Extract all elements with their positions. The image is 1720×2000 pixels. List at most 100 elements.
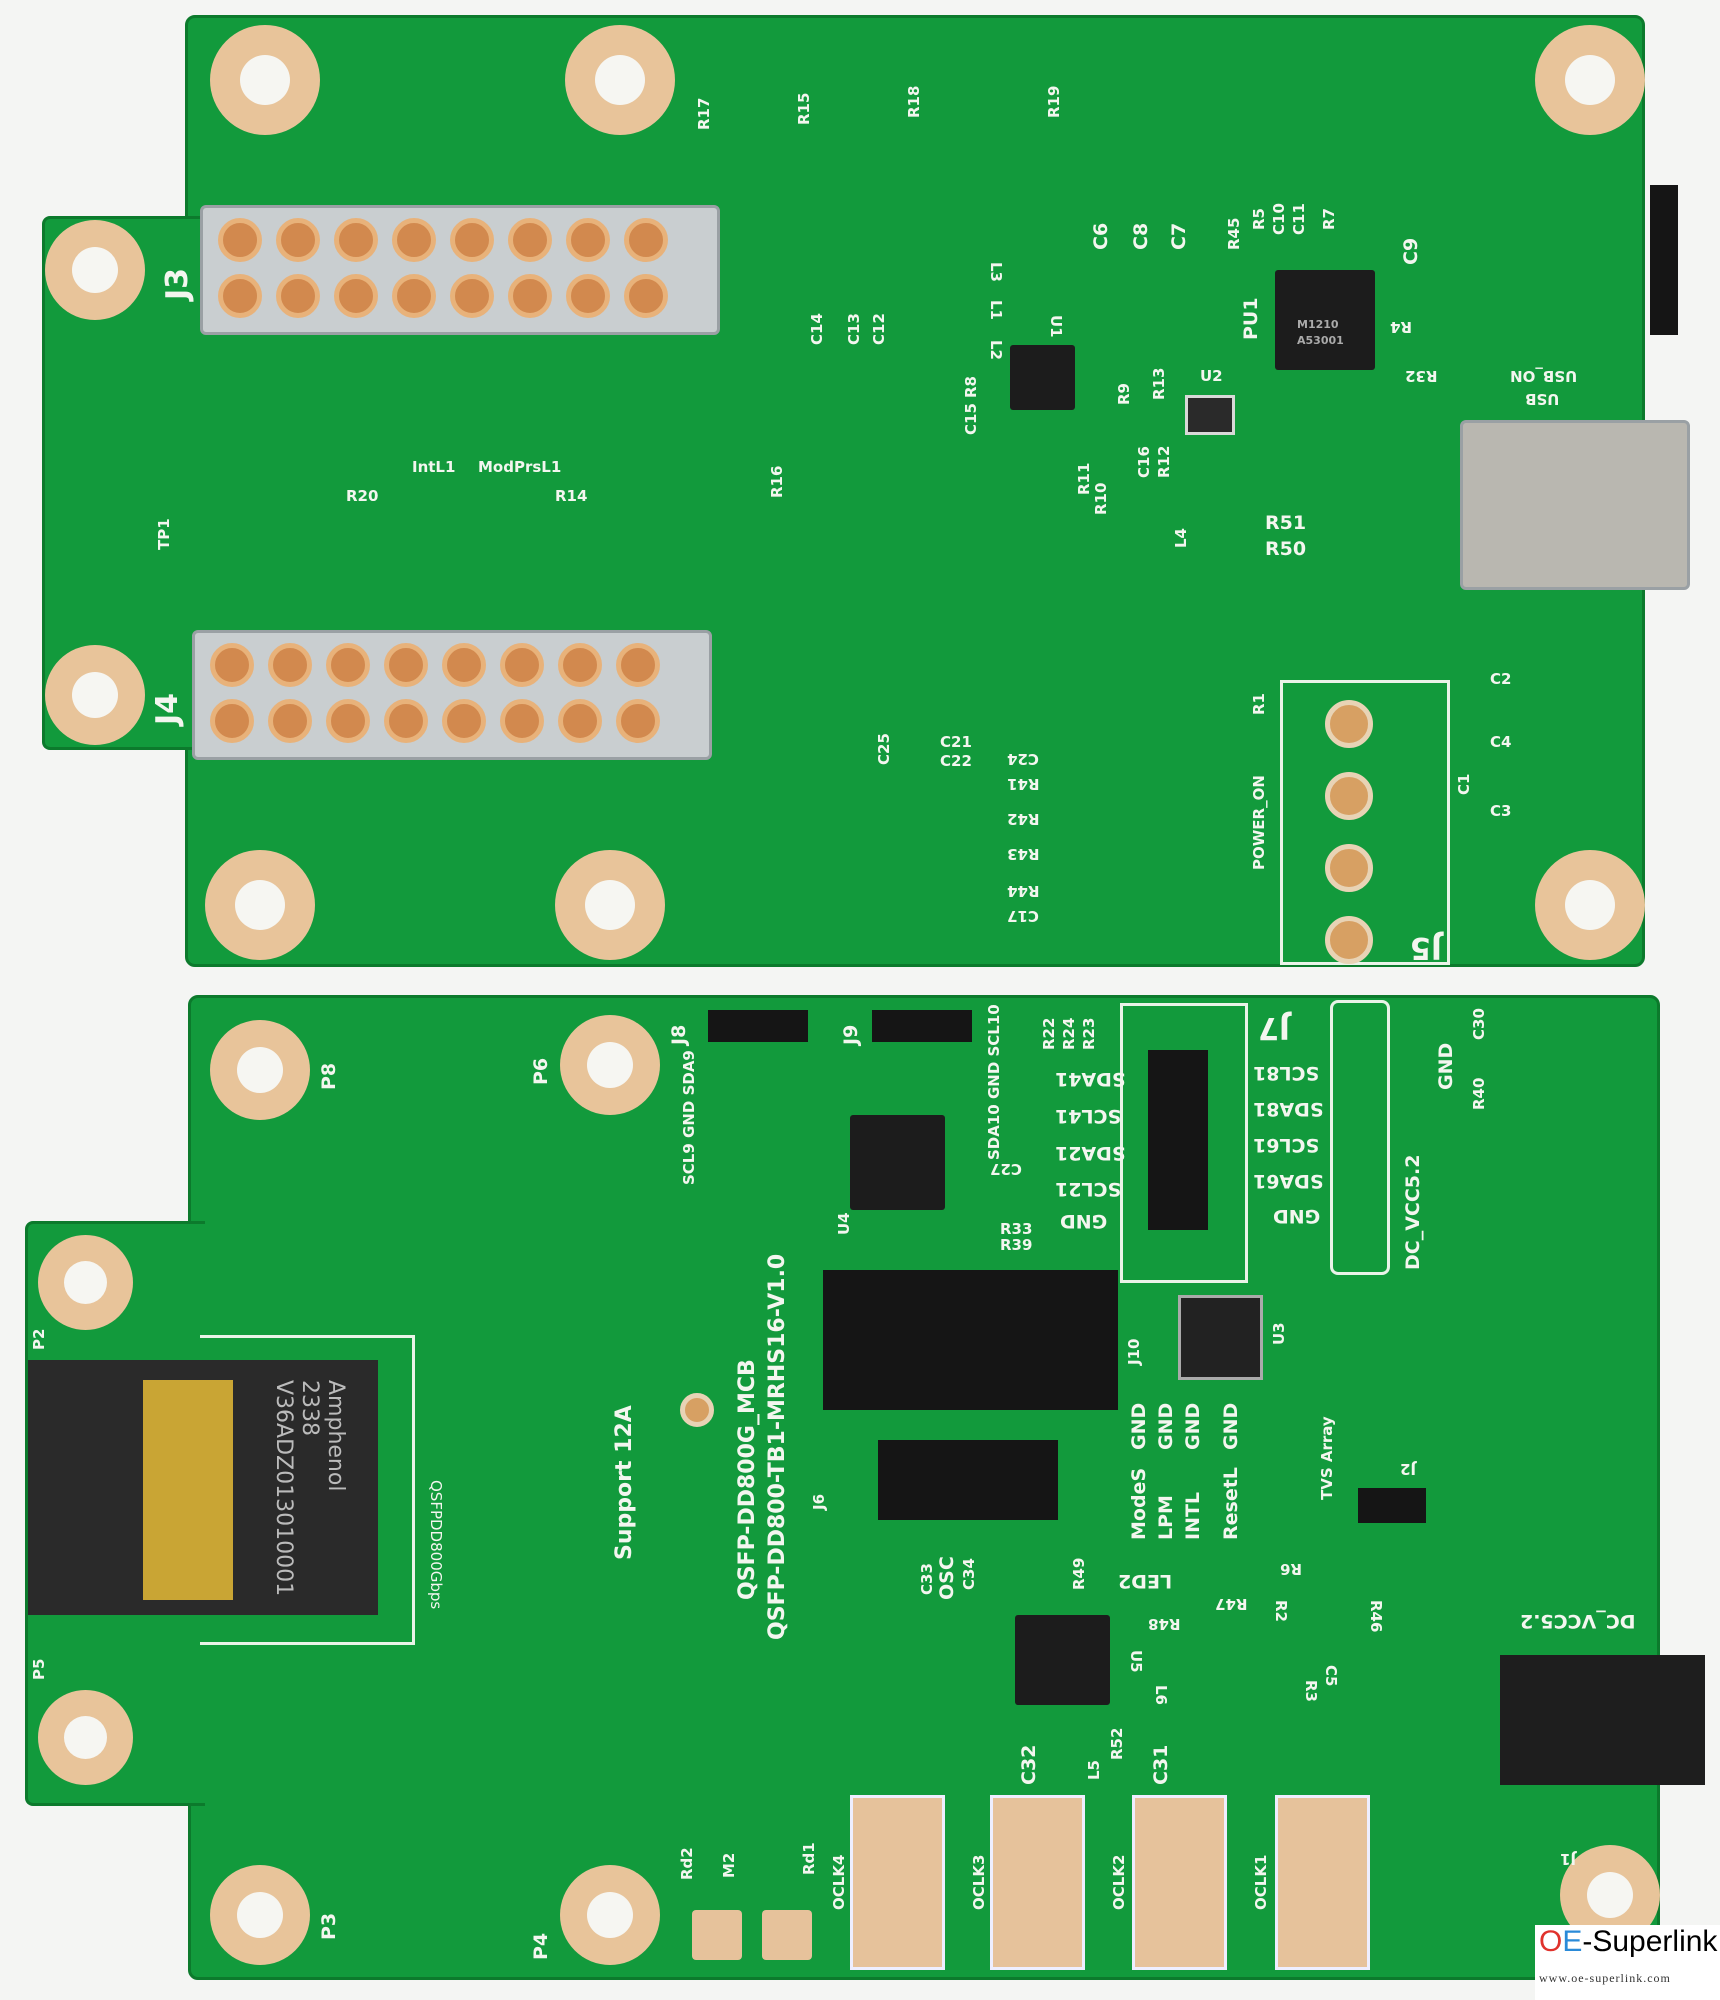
coax-pin xyxy=(558,643,602,687)
label-l3: L3 xyxy=(987,262,1005,282)
coax-pin xyxy=(392,274,436,318)
label-r51: R51 xyxy=(1265,512,1307,534)
label-j6: J6 xyxy=(810,1493,828,1510)
coax-pin xyxy=(210,643,254,687)
j5-terminal-pin xyxy=(1325,772,1373,820)
label-c12: C12 xyxy=(870,313,888,345)
label-l1: L1 xyxy=(987,300,1005,320)
label-r6: R6 xyxy=(1280,1560,1302,1578)
usb-connector[interactable] xyxy=(1460,420,1690,590)
label-rd2: Rd2 xyxy=(678,1847,696,1880)
label-gnd-4: GND xyxy=(1220,1402,1242,1450)
label-support-12a: Support 12A xyxy=(612,1405,637,1560)
mounting-hole xyxy=(560,1865,660,1965)
coax-pin xyxy=(392,218,436,262)
label-r42: R42 xyxy=(1007,810,1040,828)
label-board-revision: QSFP-DD800-TB1-MRHS16-V1.0 xyxy=(765,1253,790,1640)
label-r48: R48 xyxy=(1148,1615,1181,1633)
label-c22: C22 xyxy=(940,752,972,770)
label-r12: R12 xyxy=(1155,445,1173,478)
mounting-hole xyxy=(210,1020,310,1120)
label-board-name: QSFP-DD800G_MCB xyxy=(735,1359,760,1600)
label-r41: R41 xyxy=(1007,775,1040,793)
label-dc-vcc-1: DC_VCC5.2 xyxy=(1402,1154,1424,1270)
label-c15: C15 xyxy=(962,403,980,435)
chip-marking: A53001 xyxy=(1297,334,1344,347)
coax-pin xyxy=(276,218,320,262)
brand-name: OE-Superlink xyxy=(1539,1925,1717,1959)
coax-pin xyxy=(210,699,254,743)
u3-regulator xyxy=(1178,1295,1263,1380)
coax-pin xyxy=(616,699,660,743)
label-c10: C10 xyxy=(1270,203,1288,235)
label-c25: C25 xyxy=(875,733,893,765)
label-r46: R46 xyxy=(1367,1600,1385,1633)
rd2-smb-connector[interactable] xyxy=(692,1910,742,1960)
u1-chip xyxy=(1010,345,1075,410)
label-scl81: SCL81 xyxy=(1253,1062,1320,1084)
j5-terminal-pin xyxy=(1325,700,1373,748)
label-gnd-right: GND xyxy=(1435,1042,1457,1090)
coax-pin xyxy=(218,274,262,318)
coax-pin xyxy=(326,699,370,743)
j10-box-header[interactable] xyxy=(823,1270,1118,1410)
label-l6: L6 xyxy=(1152,1685,1170,1705)
label-j3: J3 xyxy=(160,267,195,300)
label-r17: R17 xyxy=(695,97,713,130)
mounting-hole xyxy=(45,220,145,320)
label-r49: R49 xyxy=(1070,1557,1088,1590)
label-r14: R14 xyxy=(555,487,588,505)
label-gnd-1: GND xyxy=(1128,1402,1150,1450)
label-c2: C2 xyxy=(1490,670,1512,688)
label-r15: R15 xyxy=(795,92,813,125)
label-c13: C13 xyxy=(845,313,863,345)
j5-terminal-pin xyxy=(1325,916,1373,964)
j2-header[interactable] xyxy=(1358,1488,1426,1523)
mounting-hole xyxy=(45,645,145,745)
j6-jumper-header[interactable] xyxy=(878,1440,1058,1520)
j7-header[interactable] xyxy=(1148,1050,1208,1230)
label-power-on: POWER_ON xyxy=(1250,775,1268,870)
oclk-pad xyxy=(850,1795,945,1970)
mounting-hole xyxy=(210,1865,310,1965)
label-r1: R1 xyxy=(1250,693,1268,715)
label-scl21: SCL21 xyxy=(1055,1178,1122,1200)
label-usb-on: USB_ON xyxy=(1510,367,1578,385)
u4-microcontroller xyxy=(850,1115,945,1210)
label-r47: R47 xyxy=(1215,1595,1248,1613)
rd1-smb-connector[interactable] xyxy=(762,1910,812,1960)
coax-pin xyxy=(450,218,494,262)
chip-marking: M1210 xyxy=(1297,318,1339,331)
coax-pin xyxy=(558,699,602,743)
label-r16: R16 xyxy=(768,465,786,498)
label-c9: C9 xyxy=(1400,237,1422,265)
side-connector xyxy=(1650,185,1678,335)
j1-dc-jack[interactable] xyxy=(1500,1655,1705,1785)
label-u5: U5 xyxy=(1127,1650,1145,1673)
j8-header[interactable] xyxy=(708,1010,808,1042)
label-r32: R32 xyxy=(1405,367,1438,385)
coax-pin xyxy=(508,218,552,262)
label-j9: J9 xyxy=(840,1024,862,1045)
label-u4: U4 xyxy=(835,1212,853,1235)
coax-pin xyxy=(566,218,610,262)
mounting-hole xyxy=(560,1015,660,1115)
label-j7: J7 xyxy=(1258,1010,1291,1045)
label-r4: R4 xyxy=(1390,318,1412,336)
qsfp-dd-cage-connector[interactable]: Amphenol 2338 V36ADZ013010001 xyxy=(28,1360,378,1615)
label-p2: P2 xyxy=(30,1328,48,1350)
j7-outline xyxy=(1120,1003,1248,1283)
label-r18: R18 xyxy=(905,85,923,118)
coax-pin xyxy=(442,699,486,743)
label-sda41: SDA41 xyxy=(1055,1068,1126,1090)
label-l2: L2 xyxy=(987,340,1005,360)
u2-chip xyxy=(1185,395,1235,435)
label-dc-vcc-2: DC_VCC5.2 xyxy=(1520,1610,1636,1632)
j9-header[interactable] xyxy=(872,1010,972,1042)
coax-pin xyxy=(326,643,370,687)
coax-pin xyxy=(624,274,668,318)
brand-o: O xyxy=(1539,1925,1563,1958)
center-via xyxy=(680,1393,714,1427)
label-j5: J5 xyxy=(1410,930,1443,965)
label-p6: P6 xyxy=(530,1057,552,1085)
